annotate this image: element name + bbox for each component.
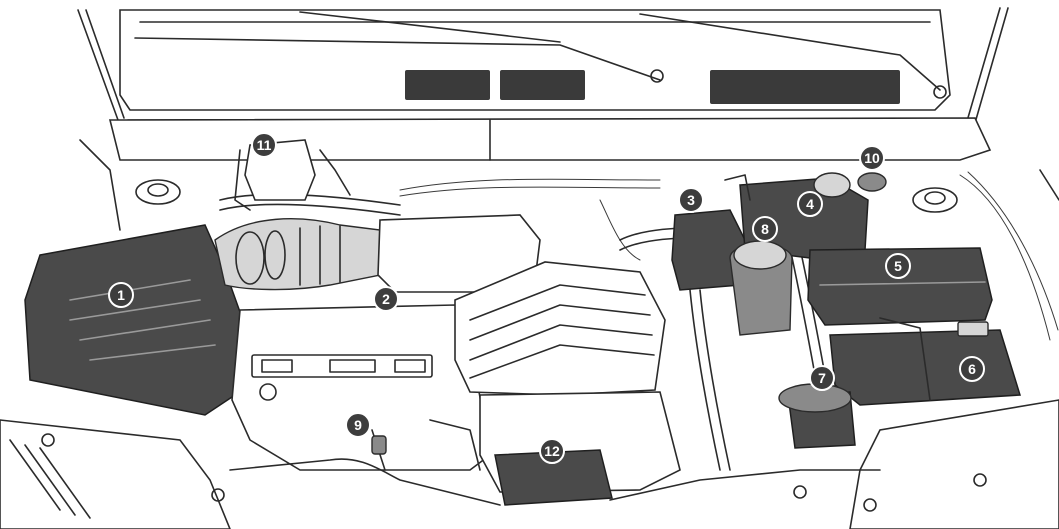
callout-11: 11 <box>252 133 276 157</box>
cowl-grille-right <box>710 70 900 104</box>
strut-tower-right <box>913 188 957 212</box>
svg-text:11: 11 <box>257 137 272 153</box>
callout-9: 9 <box>346 413 370 437</box>
callout-10: 10 <box>860 146 884 170</box>
strut-tower-left <box>136 180 180 204</box>
svg-text:3: 3 <box>687 192 695 208</box>
svg-text:5: 5 <box>894 258 902 274</box>
battery <box>830 318 1020 405</box>
svg-text:2: 2 <box>382 291 390 307</box>
callout-6: 6 <box>960 357 984 381</box>
callout-5: 5 <box>886 254 910 278</box>
callout-7: 7 <box>810 366 834 390</box>
callout-1: 1 <box>109 283 133 307</box>
svg-text:8: 8 <box>761 221 769 237</box>
callout-2: 2 <box>374 287 398 311</box>
svg-text:9: 9 <box>354 417 362 433</box>
engine-block <box>232 305 490 470</box>
washer-fluid-reservoir <box>779 384 855 448</box>
svg-text:7: 7 <box>818 370 826 386</box>
callout-8: 8 <box>753 217 777 241</box>
callout-3: 3 <box>679 188 703 212</box>
svg-text:12: 12 <box>544 443 560 459</box>
svg-text:6: 6 <box>968 361 976 377</box>
callout-4: 4 <box>798 192 822 216</box>
callout-12: 12 <box>540 439 564 463</box>
svg-text:1: 1 <box>117 287 125 303</box>
svg-text:10: 10 <box>864 150 880 166</box>
intake-duct <box>215 195 540 292</box>
power-steering-reservoir <box>730 241 792 335</box>
air-filter-housing <box>25 225 250 415</box>
svg-text:4: 4 <box>806 196 814 212</box>
